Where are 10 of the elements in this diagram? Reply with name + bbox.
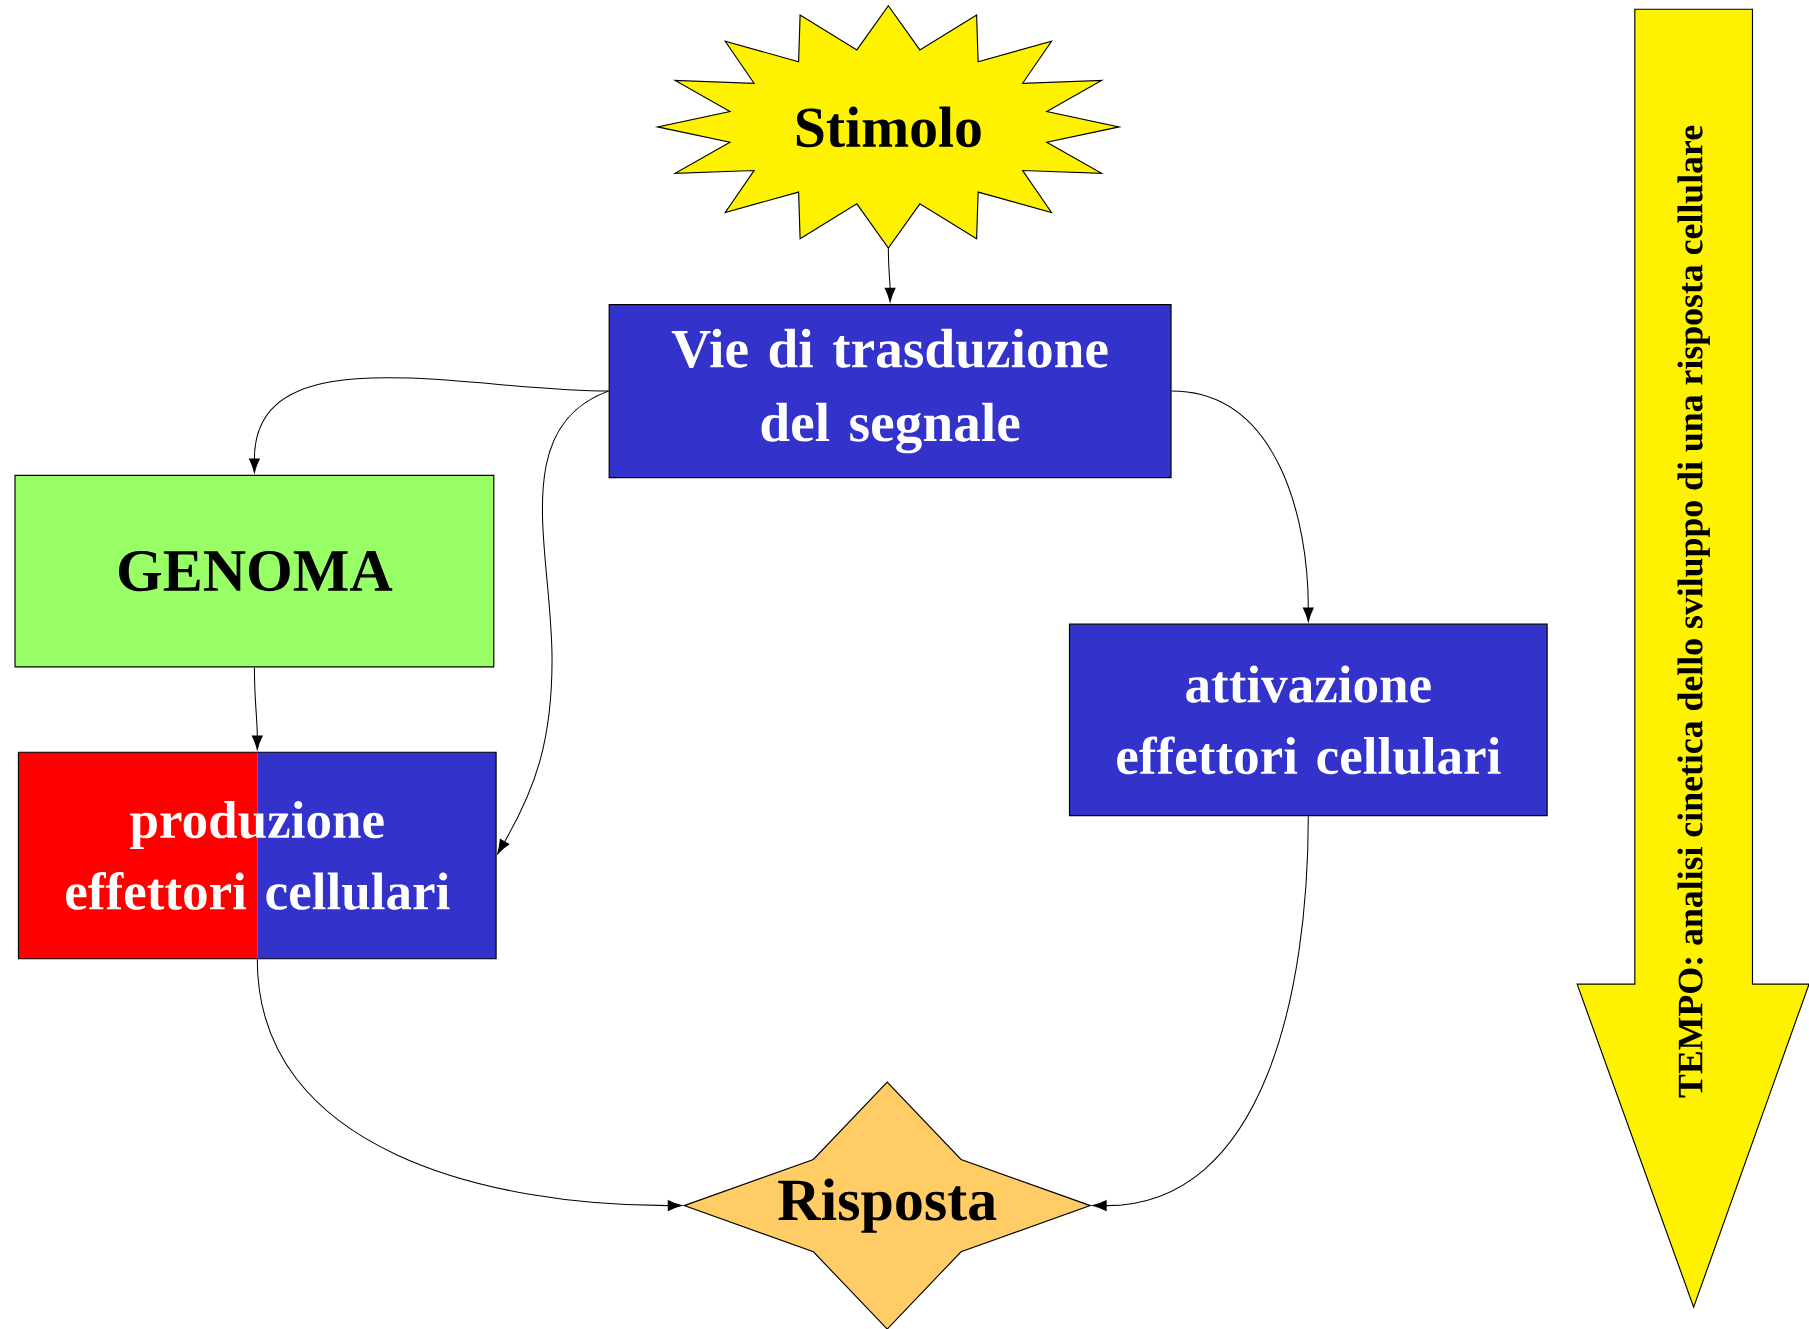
arrow: [1171, 390, 1314, 622]
arrow: [884, 247, 896, 303]
arrow: [497, 390, 610, 854]
arrow: [1092, 815, 1309, 1211]
process-box: Vie di trasduzione del segnale: [608, 303, 1172, 479]
arrow: [249, 377, 610, 473]
process-box: attivazione effettori cellulari: [1068, 623, 1548, 817]
process-box: GENOMA: [14, 474, 495, 668]
arrow: [256, 958, 683, 1211]
arrow: [251, 666, 263, 750]
